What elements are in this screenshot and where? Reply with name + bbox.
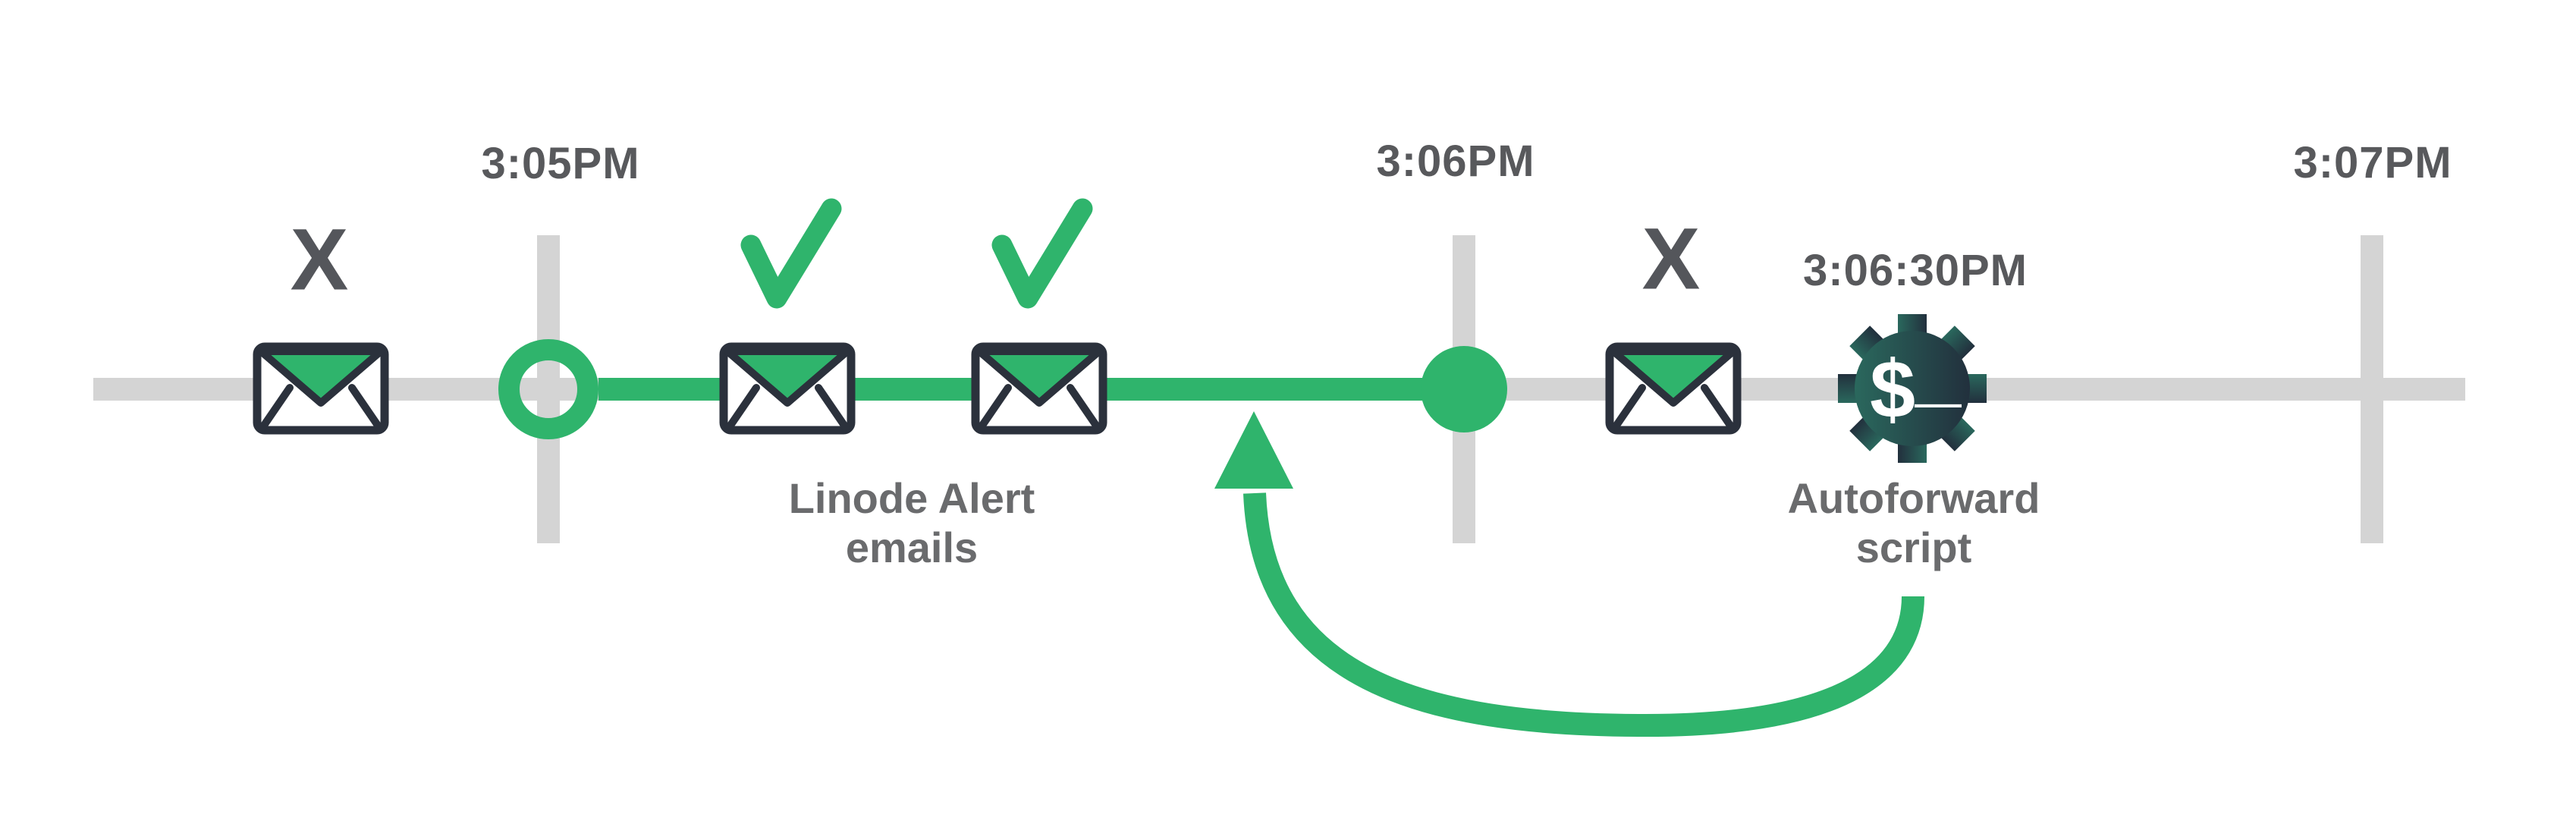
- tick-3-05pm: [537, 235, 560, 543]
- caption-autoforward-line1: Autoforward: [1787, 474, 2040, 522]
- timeline-start-ring: [498, 339, 598, 439]
- x-icon: X: [1641, 210, 1701, 308]
- time-label-3-05pm: 3:05PM: [481, 139, 640, 188]
- envelope-icon: [1610, 347, 1737, 430]
- caption-linode-alert-line1: Linode Alert: [788, 474, 1035, 522]
- caption-linode-alert-line2: emails: [845, 524, 979, 571]
- caption-autoforward-line2: script: [1855, 524, 1972, 571]
- gear-terminal-icon: $ _: [1838, 314, 1987, 463]
- envelope-icon: [257, 347, 385, 430]
- tick-3-07pm: [2361, 235, 2383, 543]
- timeline-end-dot: [1421, 346, 1507, 432]
- x-icon: X: [290, 211, 349, 309]
- envelope-icon: [724, 347, 851, 430]
- time-label-3-06pm: 3:06PM: [1376, 137, 1535, 186]
- time-label-3-07pm: 3:07PM: [2293, 138, 2452, 187]
- check-icon: [991, 198, 1093, 309]
- check-icon: [740, 198, 842, 309]
- loop-arrow-icon: [1214, 411, 1924, 738]
- prompt-underscore-glyph: _: [1914, 323, 1962, 415]
- envelope-icon: [975, 347, 1103, 430]
- time-label-3-06-30pm: 3:06:30PM: [1803, 246, 2028, 295]
- dollar-prompt-glyph: $: [1870, 343, 1915, 435]
